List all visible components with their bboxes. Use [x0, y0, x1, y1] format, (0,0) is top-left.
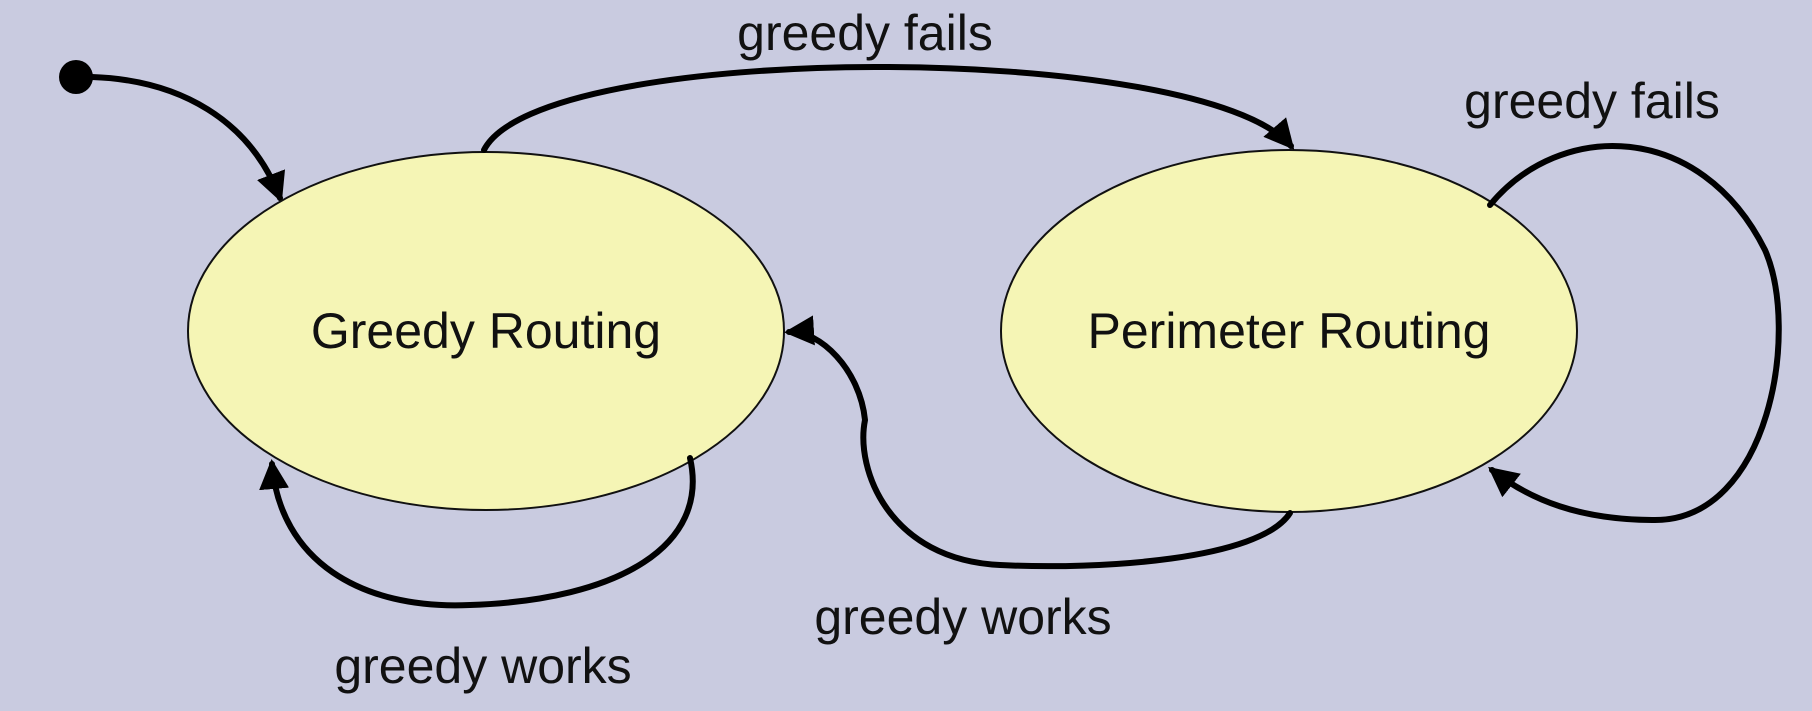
transition-perimeter-self-loop-arrow	[1487, 142, 1782, 524]
transition-perimeter-self-loop-label: greedy fails	[1464, 73, 1720, 129]
state-perimeter-routing-label: Perimeter Routing	[1088, 303, 1491, 359]
transition-greedy-to-perimeter-label: greedy fails	[737, 5, 993, 61]
initial-transition-arrow	[89, 74, 286, 203]
initial-state-dot	[59, 60, 93, 94]
transition-greedy-to-perimeter-arrow	[481, 64, 1295, 153]
transition-perimeter-to-greedy-arrow	[784, 315, 1293, 570]
state-greedy-routing-label: Greedy Routing	[311, 303, 661, 359]
transition-perimeter-to-greedy-label: greedy works	[814, 589, 1111, 645]
transition-greedy-self-loop-label: greedy works	[334, 638, 631, 694]
transition-greedy-self-loop-arrow	[259, 455, 696, 609]
